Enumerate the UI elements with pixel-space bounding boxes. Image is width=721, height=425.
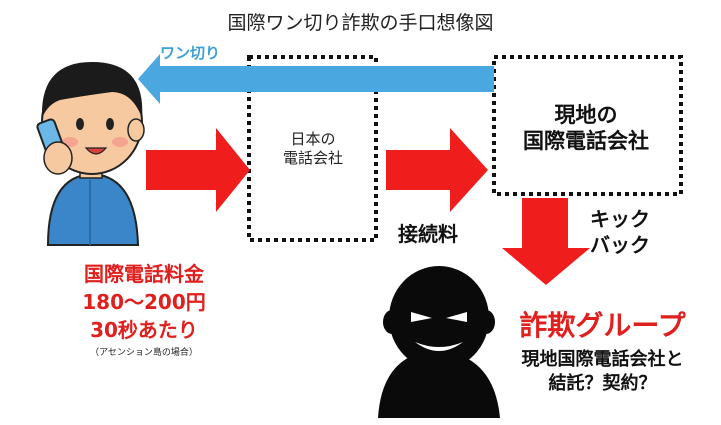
caller-illustration [36,62,145,246]
fraud-group-description: 現地国際電話会社と 結託？契約？ [490,348,715,397]
page-title: 国際ワン切り詐欺の手口想像図 [227,12,494,34]
call-rate-unit: 30秒あたり [90,318,198,342]
local-carrier-line1: 現地の [554,103,618,127]
kickback-line1: キック [590,207,650,231]
fraudster-silhouette [378,266,500,418]
japan-carrier-line1: 日本の [290,130,336,148]
kickback-line2: バック [590,233,650,257]
fraud-group-line1: 現地国際電話会社と [521,349,684,370]
japan-carrier-label: 日本の 電話会社 [258,130,368,168]
call-rate-heading: 国際電話料金 [84,262,204,286]
red-arrow-kickback [502,198,590,285]
one-ring-arrow [138,54,494,104]
connection-fee-label: 接続料 [398,222,458,246]
local-carrier-label: 現地の 国際電話会社 [498,102,674,155]
japan-carrier-box [247,55,378,242]
japan-carrier-line2: 電話会社 [282,148,343,167]
fraud-group-line2: 結託？契約？ [548,373,657,395]
call-rate-amount: 180～200円 [82,290,206,314]
red-arrow-caller-to-japan [146,128,250,212]
local-carrier-box [492,55,683,196]
call-rate-note: （アセンション島の場合） [90,348,198,358]
fraud-group-heading: 詐欺グループ [519,309,686,342]
kickback-label: キック バック [590,206,650,258]
local-carrier-line2: 国際電話会社 [523,129,649,154]
red-arrow-japan-to-local [386,128,488,212]
one-ring-label: ワン切り [160,44,221,62]
